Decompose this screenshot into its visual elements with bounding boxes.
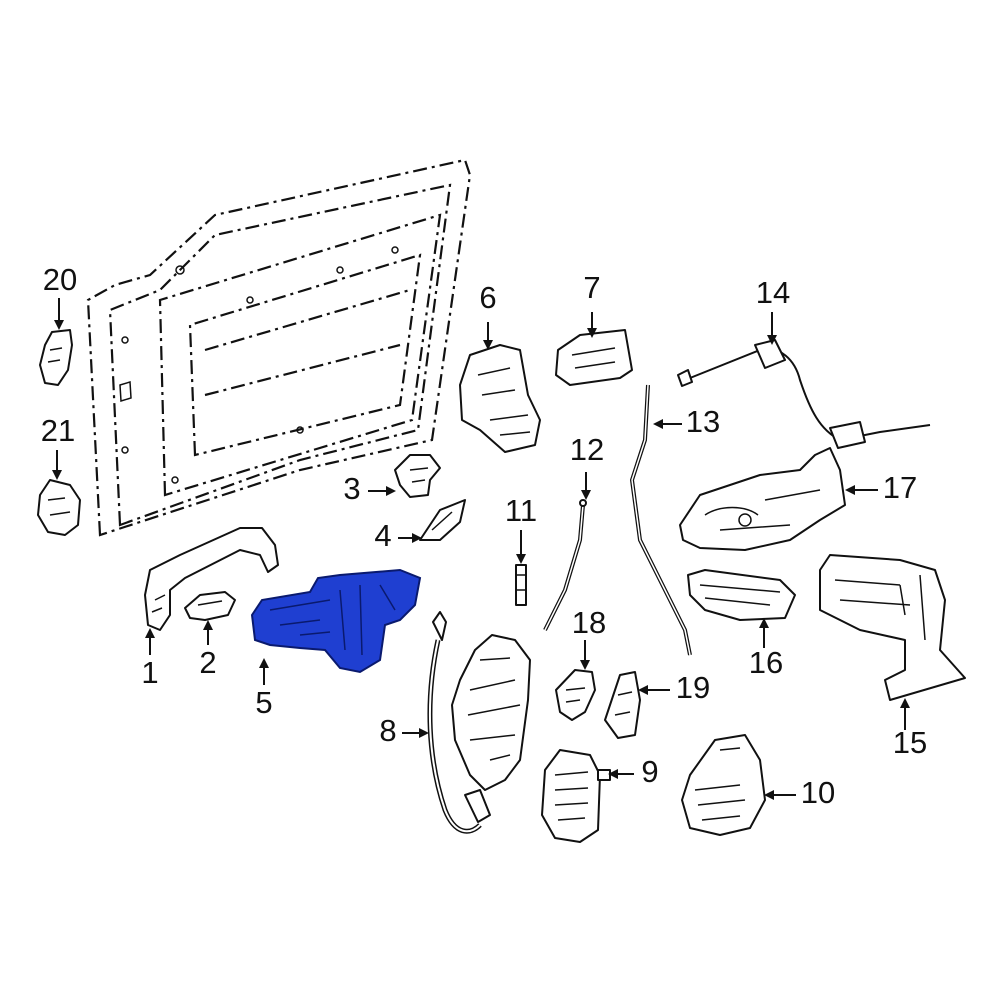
callout-12: 12 [570, 432, 604, 467]
callout-17: 17 [883, 470, 917, 505]
part-11-rod-clip [515, 564, 527, 606]
part-8-release-cable [427, 611, 491, 834]
part-15-bracket [819, 554, 966, 701]
part-5-handle-carrier [250, 568, 422, 674]
callout-13: 13 [686, 404, 720, 439]
callout-6: 6 [479, 280, 496, 315]
callout-labels: 1 2 3 4 5 6 7 8 9 10 11 12 13 14 15 16 1… [41, 262, 927, 810]
part-21-bracket [37, 479, 81, 536]
callout-2: 2 [199, 645, 216, 680]
callout-4: 4 [374, 518, 391, 553]
part-17-shield [679, 447, 846, 551]
part-2-handle-bezel [184, 591, 236, 621]
part-18-bracket [555, 669, 596, 721]
callout-21: 21 [41, 413, 75, 448]
callout-1: 1 [141, 655, 158, 690]
callout-20: 20 [43, 262, 77, 297]
callout-14: 14 [756, 275, 790, 310]
callout-10: 10 [801, 775, 835, 810]
door-frame-outline [86, 158, 472, 537]
part-4-gasket [419, 499, 466, 541]
leader-lines [52, 298, 910, 800]
callout-8: 8 [379, 713, 396, 748]
callout-3: 3 [343, 471, 360, 506]
part-13-link-rod [629, 384, 692, 656]
latch-assembly [451, 634, 531, 791]
callout-19: 19 [676, 670, 710, 705]
callout-16: 16 [749, 645, 783, 680]
part-20-bracket [39, 329, 73, 386]
part-3-lock-cylinder [394, 454, 441, 498]
part-10-latch-module [681, 734, 766, 836]
part-1-outside-handle [144, 527, 279, 631]
callout-15: 15 [893, 725, 927, 760]
part-16-bracket [687, 569, 796, 621]
part-19-plate [604, 671, 641, 739]
callout-18: 18 [572, 605, 606, 640]
part-6-lock-housing [459, 344, 541, 453]
callout-9: 9 [641, 754, 658, 789]
callout-5: 5 [255, 685, 272, 720]
callout-7: 7 [583, 270, 600, 305]
part-7-lock-bracket [555, 329, 633, 386]
part-9-latch-cover [541, 749, 611, 843]
part-12-link-rod [543, 499, 587, 631]
callout-11: 11 [505, 493, 537, 528]
